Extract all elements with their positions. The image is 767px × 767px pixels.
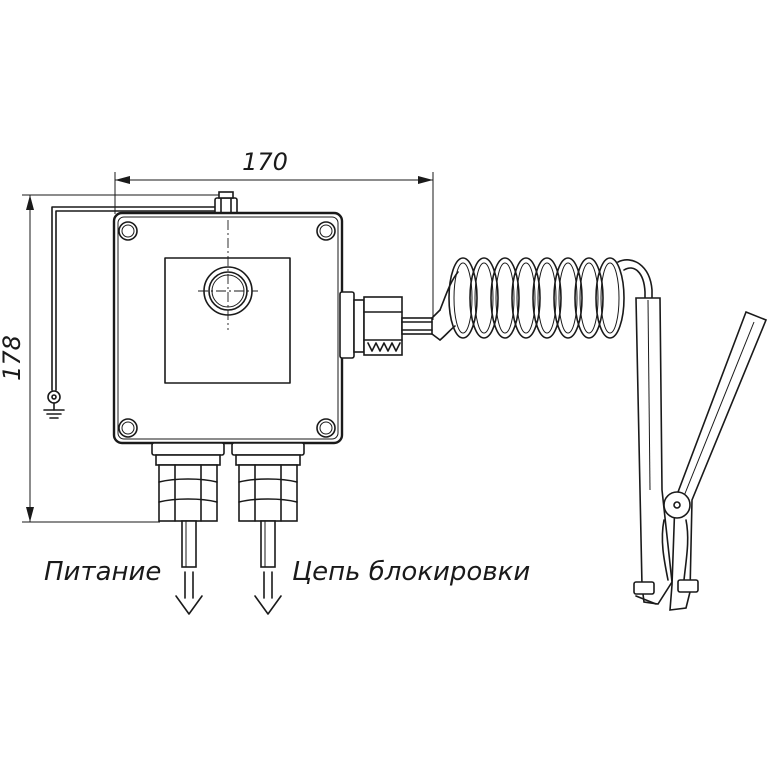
interlock-down-arrow-icon — [254, 571, 282, 615]
alligator-clamp — [633, 297, 767, 611]
interlock-label: Цепь блокировки — [292, 557, 530, 587]
height-dimension: 178 — [0, 194, 230, 523]
ground-wire — [43, 206, 217, 419]
width-dimension: 170 — [114, 148, 434, 320]
power-label: Питание — [44, 557, 161, 587]
enclosure-box — [112, 211, 344, 445]
width-dimension-label: 170 — [242, 148, 288, 176]
coiled-cable — [439, 257, 653, 341]
side-cable-gland — [339, 291, 441, 359]
bottom-gland-power — [151, 442, 225, 568]
height-dimension-label: 178 — [0, 335, 26, 381]
ground-screw — [214, 191, 238, 215]
power-down-arrow-icon — [175, 571, 203, 615]
bottom-gland-interlock — [231, 442, 305, 568]
